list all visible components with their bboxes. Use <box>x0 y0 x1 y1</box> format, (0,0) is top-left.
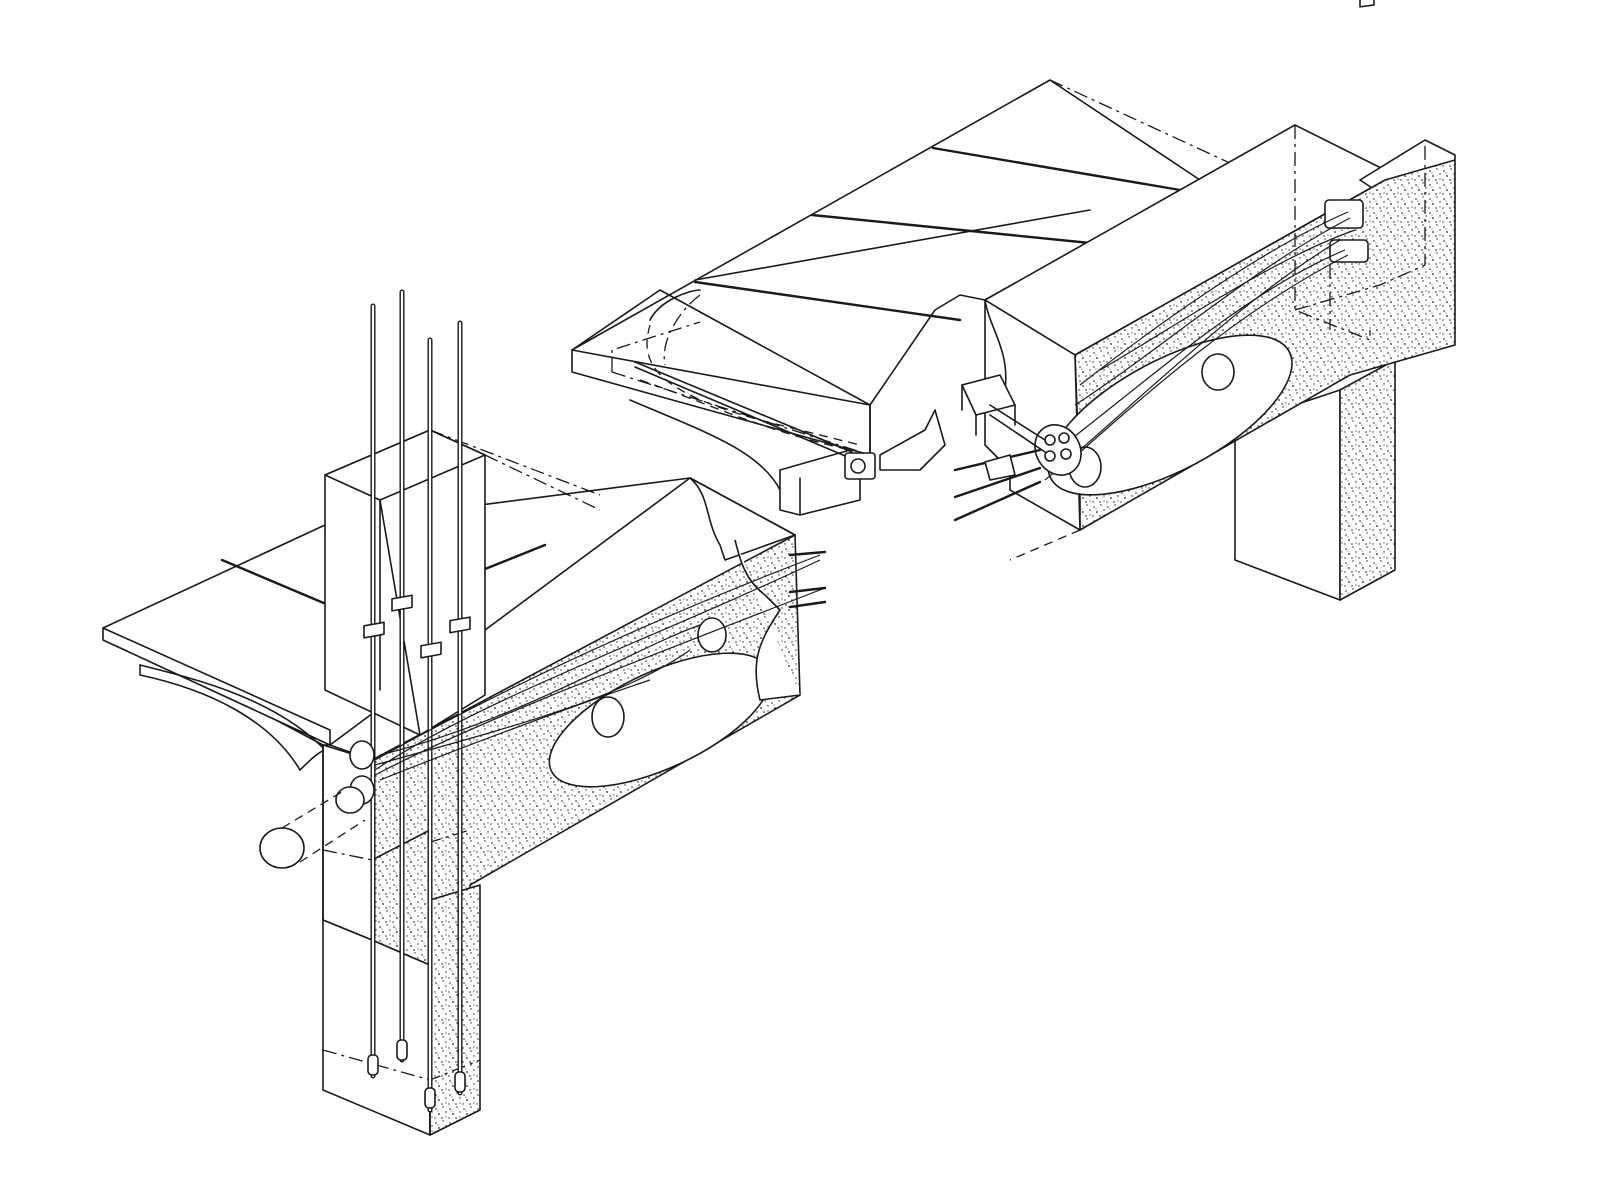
deck-joint-line-1 <box>810 213 1112 247</box>
right-abutment <box>953 0 1456 601</box>
vertical-tendons <box>363 289 471 1113</box>
deck-joint-line-2 <box>931 146 1182 192</box>
left-tendons <box>259 550 827 869</box>
